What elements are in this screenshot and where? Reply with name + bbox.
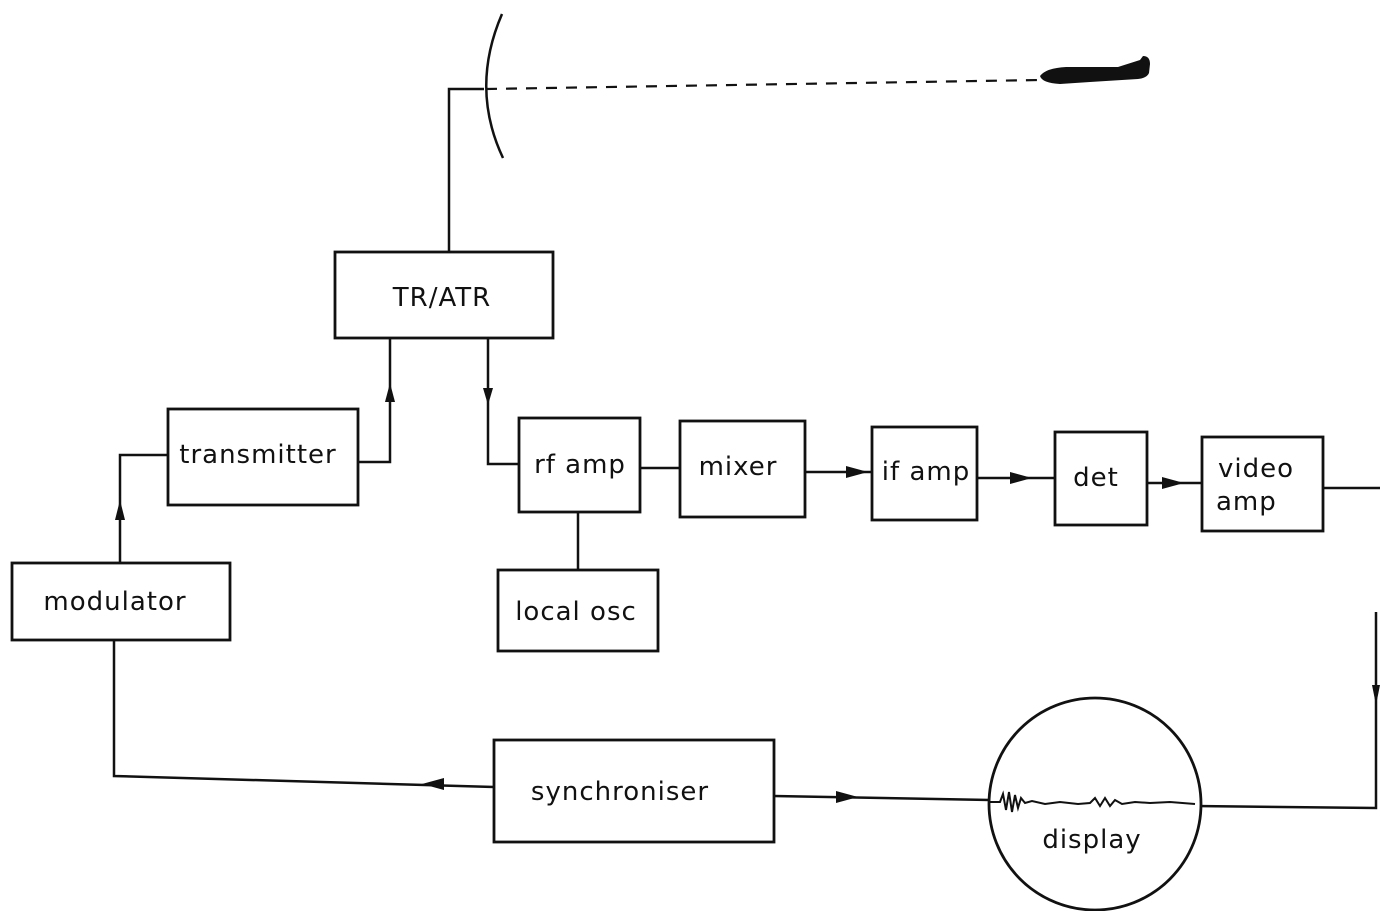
block-tr-atr-label: TR/ATR <box>392 283 491 313</box>
arrow-to-det <box>1010 472 1032 484</box>
wire-synchroniser-to-display <box>773 794 991 802</box>
display-trace <box>990 790 1196 813</box>
wire-synchroniser-to-modulator <box>112 640 495 789</box>
arrow-up-to-transmitter <box>115 500 125 520</box>
aircraft-icon <box>1040 56 1150 84</box>
block-modulator-label: modulator <box>43 587 186 617</box>
block-display-label: display <box>1042 825 1141 855</box>
block-rf-amp-label: rf amp <box>534 450 626 480</box>
arrow-up-to-tr <box>385 383 395 402</box>
block-rf-amp: rf amp <box>517 416 642 514</box>
block-det-label: det <box>1073 463 1119 493</box>
block-video-amp: video amp <box>1200 435 1325 533</box>
block-mixer: mixer <box>678 419 807 519</box>
wire-modulator-to-transmitter <box>118 453 168 563</box>
block-synchroniser: synchroniser <box>492 738 776 844</box>
block-transmitter: transmitter <box>166 407 360 507</box>
block-display: display <box>987 696 1203 911</box>
block-mixer-label: mixer <box>699 452 778 482</box>
wire-tr-to-rfamp <box>486 338 519 466</box>
radar-beam-line <box>485 78 1041 91</box>
block-video-amp-label-line1: video <box>1218 454 1294 484</box>
block-det: det <box>1053 430 1149 527</box>
arrow-to-videoamp <box>1162 477 1184 489</box>
block-transmitter-label: transmitter <box>179 440 336 470</box>
antenna-dish-icon <box>485 13 505 159</box>
arrow-right-to-display <box>836 791 858 803</box>
arrow-left-to-modulator <box>422 778 444 790</box>
block-local-osc: local osc <box>496 568 660 653</box>
block-modulator: modulator <box>10 561 232 642</box>
arrow-to-ifamp <box>846 466 868 478</box>
block-video-amp-label-line2: amp <box>1216 487 1277 517</box>
wire-video-to-display <box>1194 612 1378 810</box>
block-if-amp-label: if amp <box>882 457 970 487</box>
block-synchroniser-label: synchroniser <box>531 777 709 807</box>
block-if-amp: if amp <box>870 425 979 522</box>
antenna-feed-line <box>447 87 484 252</box>
arrow-down-video-return <box>1372 685 1380 705</box>
arrow-down-from-tr <box>483 388 493 405</box>
block-local-osc-label: local osc <box>515 597 637 627</box>
block-tr-atr: TR/ATR <box>333 250 555 340</box>
wire-transmitter-to-tr <box>357 338 392 464</box>
